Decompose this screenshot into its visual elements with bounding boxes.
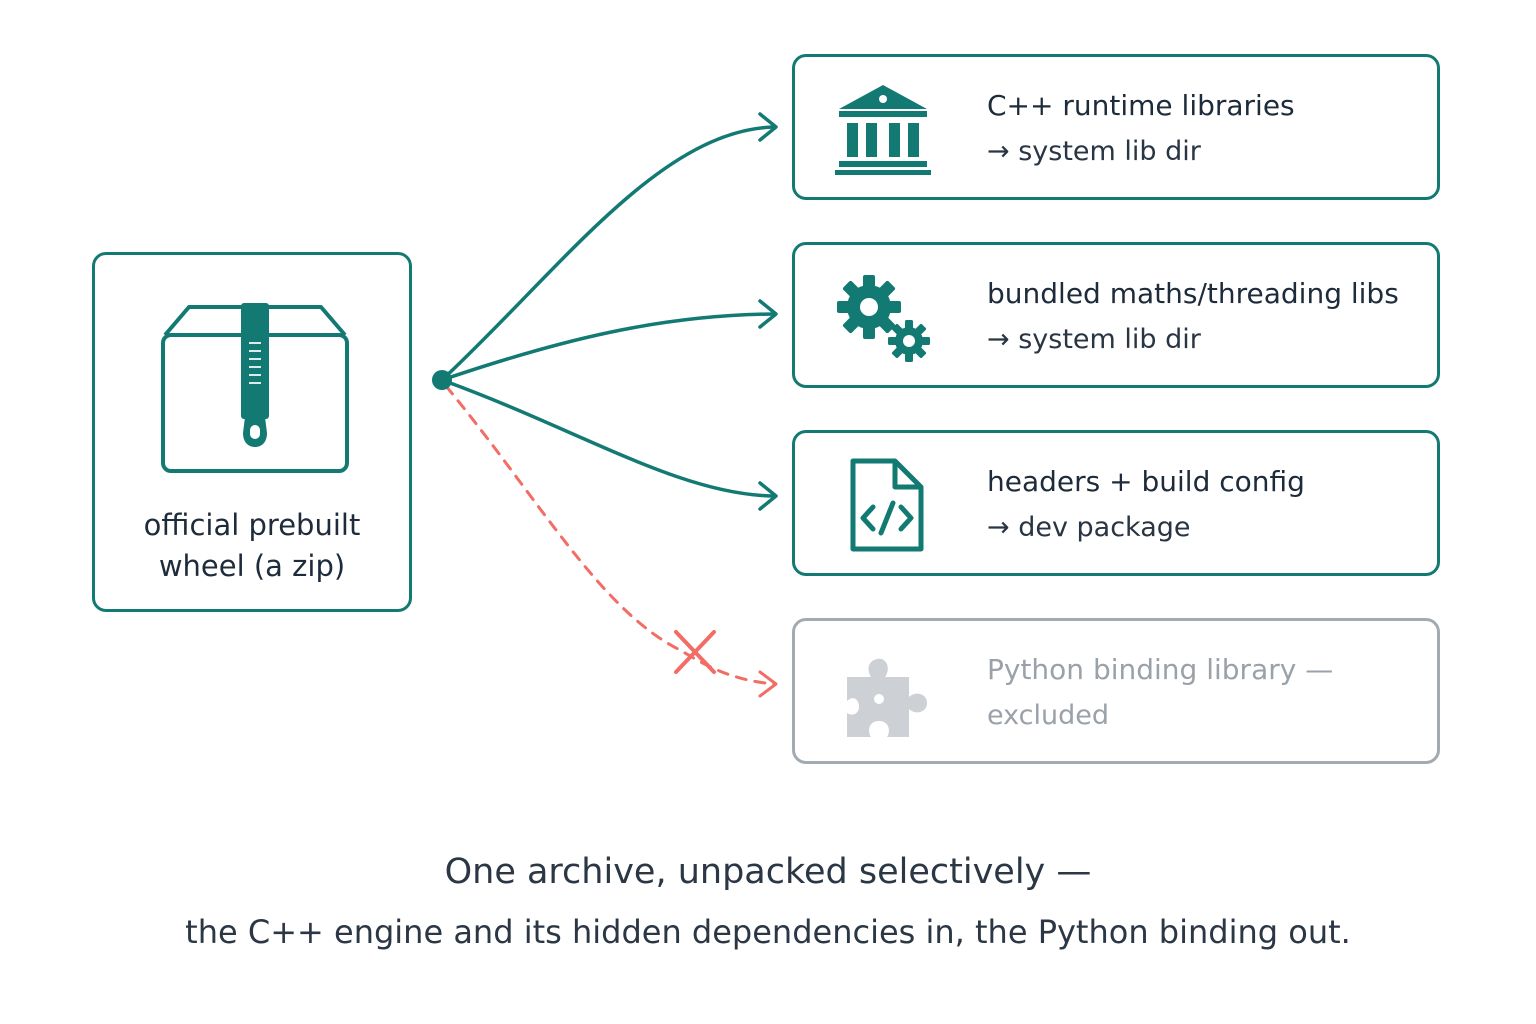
- source-label-line2: wheel (a zip): [158, 549, 346, 583]
- dest-subtitle: → dev package: [987, 512, 1191, 543]
- dest-title: C++ runtime libraries: [987, 89, 1295, 122]
- dest-title: Python binding library —: [987, 653, 1334, 686]
- source-label-line1: official prebuilt: [143, 508, 361, 542]
- dest-subtitle: → system lib dir: [987, 324, 1201, 355]
- institution-icon: [835, 85, 931, 175]
- dest-subtitle: excluded: [987, 700, 1109, 731]
- puzzle-piece-icon: [847, 658, 927, 737]
- arrowhead-runtime: [758, 112, 778, 142]
- caption-line2: the C++ engine and its hidden dependenci…: [185, 913, 1351, 951]
- caption-line1: One archive, unpacked selectively —: [444, 852, 1092, 892]
- arrowhead-bundled: [758, 299, 778, 329]
- dest-title: bundled maths/threading libs: [987, 277, 1399, 310]
- dest-headers-build-config: headers + build config → dev package: [792, 430, 1440, 576]
- arrow-to-runtime-libraries: [440, 125, 776, 382]
- branch-origin-dot: [432, 370, 452, 390]
- reject-x-icon: [674, 630, 716, 674]
- arrowhead-headers: [758, 481, 778, 511]
- dest-python-binding-excluded: Python binding library — excluded: [792, 618, 1440, 764]
- source-wheel-box: official prebuilt wheel (a zip): [92, 252, 412, 612]
- arrowhead-excluded: [758, 670, 778, 698]
- code-file-icon: [850, 458, 924, 552]
- dest-runtime-libraries: C++ runtime libraries → system lib dir: [792, 54, 1440, 200]
- source-label: official prebuilt wheel (a zip): [95, 505, 409, 587]
- zip-archive-box-icon: [161, 303, 349, 473]
- dest-bundled-libs: bundled maths/threading libs → system li…: [792, 242, 1440, 388]
- arrow-to-python-binding-excluded: [444, 384, 776, 686]
- arrow-to-headers: [440, 378, 776, 498]
- arrow-to-bundled-libs: [440, 312, 776, 382]
- dest-subtitle: → system lib dir: [987, 136, 1201, 167]
- dest-title: headers + build config: [987, 465, 1305, 498]
- gears-icon: [837, 275, 930, 362]
